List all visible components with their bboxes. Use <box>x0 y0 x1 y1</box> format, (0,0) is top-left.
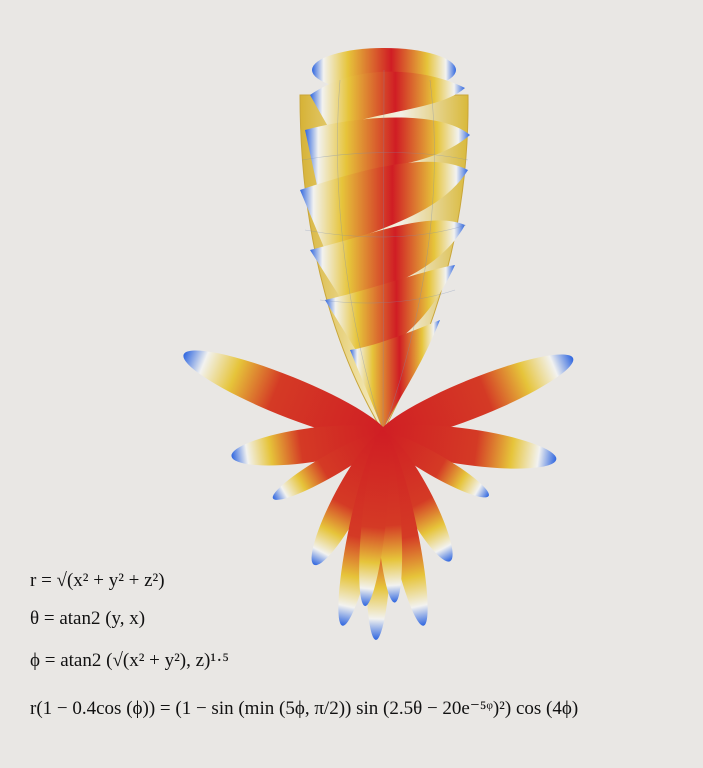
equation-phi: ϕ = atan2 (√(x² + y²), z)¹·⁵ <box>30 650 230 671</box>
equation-theta: θ = atan2 (y, x) <box>30 608 146 629</box>
equation-surface: r(1 − 0.4cos (ϕ)) = (1 − sin (min (5ϕ, π… <box>30 698 579 719</box>
petal-lobes <box>183 350 574 640</box>
spiral-cone <box>299 48 470 434</box>
equation-r: r = √(x² + y² + z²) <box>30 570 165 591</box>
